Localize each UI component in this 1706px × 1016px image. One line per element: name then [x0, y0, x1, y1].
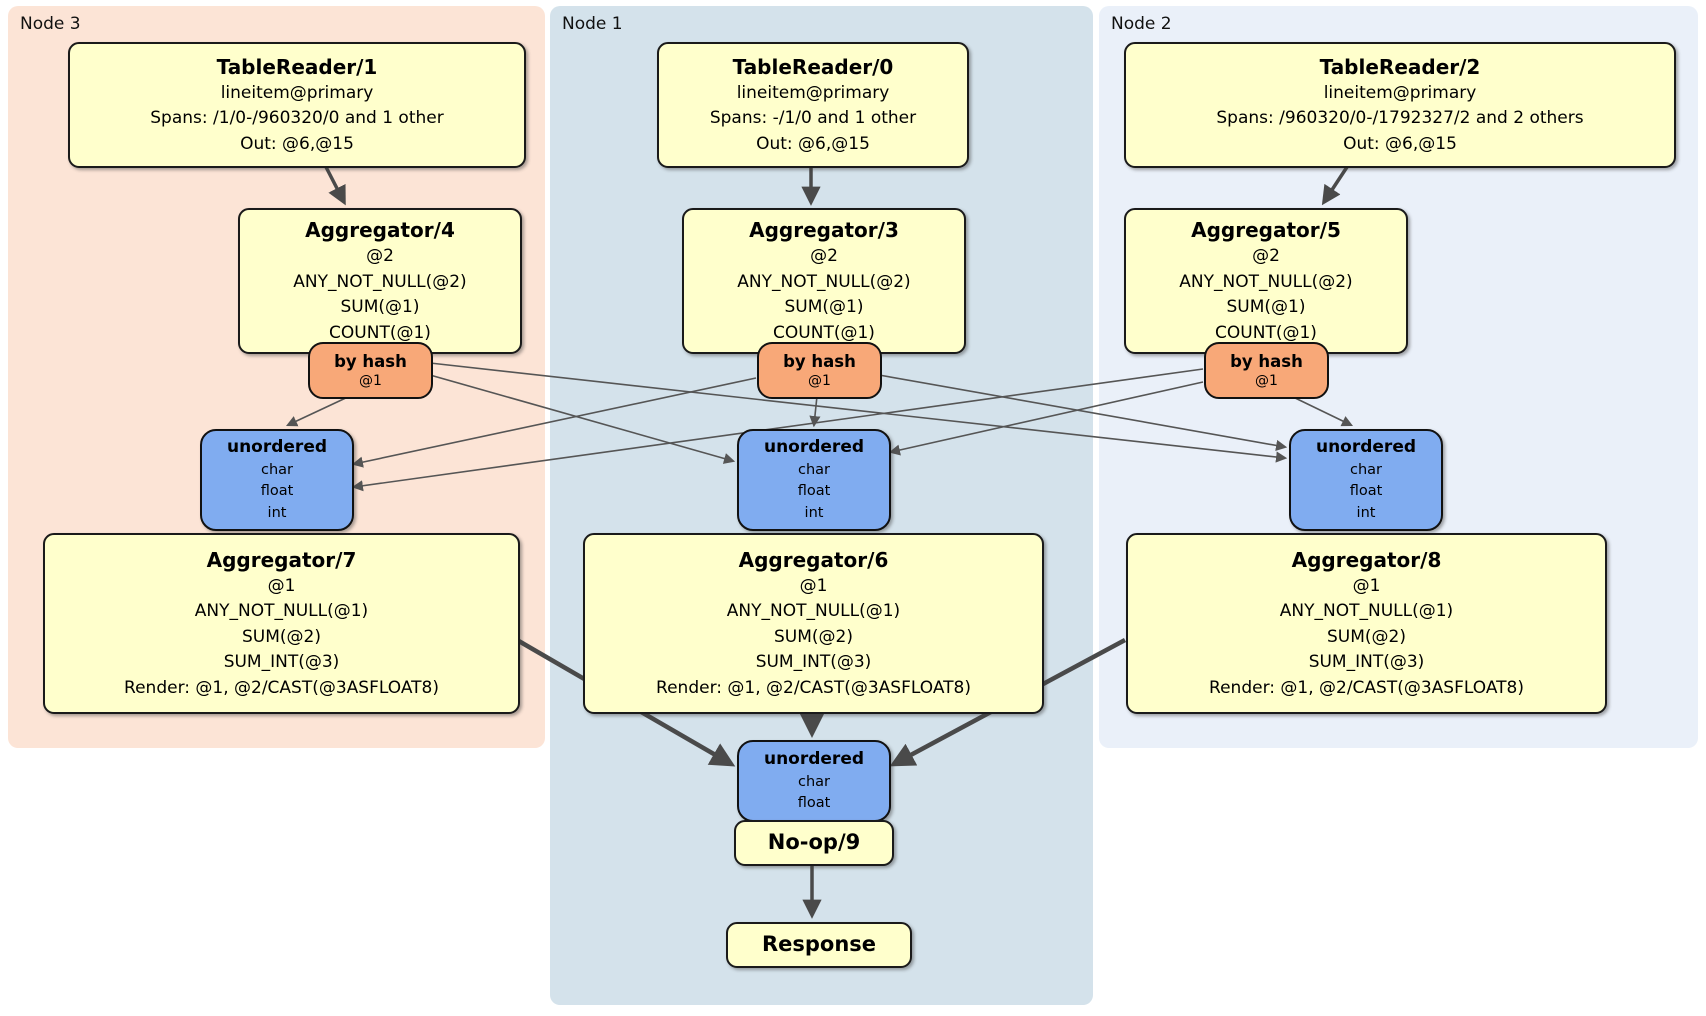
processor-title: Aggregator/7 [206, 547, 357, 572]
aggregator-box: Aggregator/3 @2 ANY_NOT_NULL(@2) SUM(@1)… [682, 208, 966, 354]
agg-line: @1 [799, 575, 828, 596]
agg-line: @1 [267, 575, 296, 596]
agg-line: ANY_NOT_NULL(@2) [737, 271, 911, 292]
agg-line: SUM_INT(@3) [1308, 652, 1425, 673]
spans-line: Spans: /1/0-/960320/0 and 1 other [150, 108, 444, 129]
sync-type: float [1349, 483, 1383, 500]
sync-title: unordered [763, 748, 865, 769]
router-title: by hash [783, 352, 856, 372]
out-line: Out: @6,@15 [240, 133, 354, 154]
sync-type: float [797, 483, 831, 500]
sync-box: unordered char float int [200, 429, 354, 531]
render-line: Render: @1, @2/CAST(@3ASFLOAT8) [656, 677, 971, 698]
agg-line: COUNT(@1) [1215, 322, 1317, 343]
agg-line: SUM_INT(@3) [223, 652, 340, 673]
agg-line: ANY_NOT_NULL(@2) [293, 271, 467, 292]
router-columns: @1 [808, 372, 831, 389]
response-box: Response [726, 922, 912, 968]
processor-title: No-op/9 [767, 830, 861, 855]
noop-box: No-op/9 [734, 820, 894, 866]
hash-router-box: by hash @1 [757, 342, 882, 399]
sync-title: unordered [226, 437, 328, 458]
index-line: lineitem@primary [736, 82, 890, 103]
agg-line: SUM_INT(@3) [755, 652, 872, 673]
agg-line: ANY_NOT_NULL(@2) [1179, 271, 1353, 292]
agg-line: @2 [1252, 246, 1280, 266]
spans-line: Spans: -/1/0 and 1 other [709, 108, 917, 129]
aggregator-box: Aggregator/8 @1 ANY_NOT_NULL(@1) SUM(@2)… [1126, 533, 1607, 714]
agg-line: SUM(@1) [340, 297, 420, 317]
hash-router-box: by hash @1 [1204, 342, 1329, 399]
processor-title: Response [761, 932, 877, 957]
agg-line: ANY_NOT_NULL(@1) [1279, 601, 1454, 622]
final-sync-box: unordered char float [737, 740, 891, 822]
processor-title: TableReader/2 [1319, 54, 1481, 79]
router-title: by hash [334, 352, 407, 372]
agg-line: ANY_NOT_NULL(@1) [194, 601, 369, 622]
processor-title: Aggregator/3 [749, 218, 899, 242]
router-title: by hash [1230, 352, 1303, 372]
router-columns: @1 [1255, 372, 1278, 389]
agg-line: SUM(@2) [1327, 626, 1406, 647]
sync-box: unordered char float int [1289, 429, 1443, 531]
index-line: lineitem@primary [220, 82, 374, 103]
sync-type: char [797, 461, 830, 478]
agg-line: ANY_NOT_NULL(@1) [726, 601, 901, 622]
aggregator-box: Aggregator/6 @1 ANY_NOT_NULL(@1) SUM(@2)… [583, 533, 1044, 714]
aggregator-box: Aggregator/4 @2 ANY_NOT_NULL(@2) SUM(@1)… [238, 208, 522, 354]
agg-line: @2 [810, 246, 838, 266]
sync-type: int [1356, 505, 1376, 522]
agg-line: SUM(@1) [1226, 297, 1306, 317]
aggregator-box: Aggregator/7 @1 ANY_NOT_NULL(@1) SUM(@2)… [43, 533, 520, 714]
render-line: Render: @1, @2/CAST(@3ASFLOAT8) [124, 677, 439, 698]
out-line: Out: @6,@15 [1343, 133, 1457, 154]
sync-type: char [260, 461, 293, 478]
processor-title: Aggregator/4 [305, 218, 455, 242]
spans-line: Spans: /960320/0-/1792327/2 and 2 others [1216, 108, 1584, 129]
sync-box: unordered char float int [737, 429, 891, 531]
hash-router-box: by hash @1 [308, 342, 433, 399]
processor-title: Aggregator/6 [738, 547, 889, 572]
sync-type: float [260, 483, 294, 500]
sync-title: unordered [1315, 437, 1417, 458]
render-line: Render: @1, @2/CAST(@3ASFLOAT8) [1209, 677, 1524, 698]
out-line: Out: @6,@15 [756, 133, 870, 154]
processor-title: Aggregator/5 [1191, 218, 1341, 242]
processor-title: TableReader/0 [732, 54, 894, 79]
agg-line: SUM(@2) [242, 626, 321, 647]
agg-line: COUNT(@1) [329, 322, 431, 343]
node-region-label: Node 1 [562, 14, 623, 34]
sync-type: int [804, 505, 824, 522]
agg-line: COUNT(@1) [773, 322, 875, 343]
agg-line: @2 [366, 246, 394, 266]
agg-line: SUM(@2) [774, 626, 853, 647]
sync-type: char [797, 773, 830, 790]
processor-title: TableReader/1 [216, 54, 378, 79]
node-region-label: Node 3 [20, 14, 81, 34]
table-reader-box: TableReader/0 lineitem@primary Spans: -/… [657, 42, 969, 168]
agg-line: SUM(@1) [784, 297, 864, 317]
processor-title: Aggregator/8 [1291, 547, 1442, 572]
index-line: lineitem@primary [1323, 82, 1477, 103]
table-reader-box: TableReader/2 lineitem@primary Spans: /9… [1124, 42, 1676, 168]
sync-title: unordered [763, 437, 865, 458]
sync-type: float [797, 795, 831, 812]
agg-line: @1 [1352, 575, 1381, 596]
table-reader-box: TableReader/1 lineitem@primary Spans: /1… [68, 42, 526, 168]
sync-type: char [1349, 461, 1382, 478]
aggregator-box: Aggregator/5 @2 ANY_NOT_NULL(@2) SUM(@1)… [1124, 208, 1408, 354]
router-columns: @1 [359, 372, 382, 389]
sync-type: int [267, 505, 287, 522]
node-region-label: Node 2 [1111, 14, 1172, 34]
